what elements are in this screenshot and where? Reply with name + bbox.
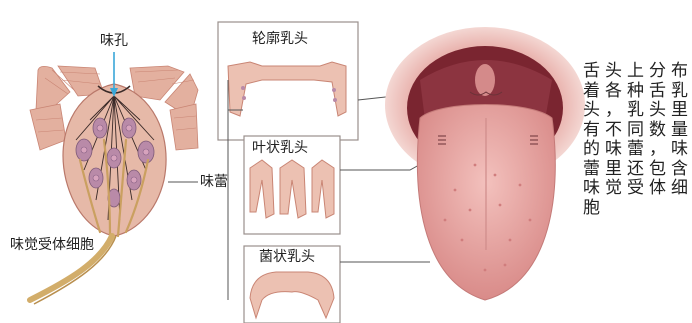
taste-bud-illustration	[30, 66, 198, 304]
label-foliate-papilla: 叶状乳头	[250, 141, 310, 155]
tongue-illustration	[385, 27, 585, 300]
label-taste-receptor-cell: 味觉受体细胞	[10, 238, 94, 252]
label-fungiform-papilla: 菌状乳头	[257, 250, 317, 264]
label-taste-bud: 味蕾	[200, 175, 228, 189]
label-circumvallate-papilla: 轮廓乳头	[250, 32, 310, 46]
description-text: 舌头上分布着各种舌乳头，乳头里有不同数量的味蕾，味蕾里还包含味觉受体细胞	[583, 62, 689, 218]
label-taste-pore: 味孔	[100, 34, 128, 48]
